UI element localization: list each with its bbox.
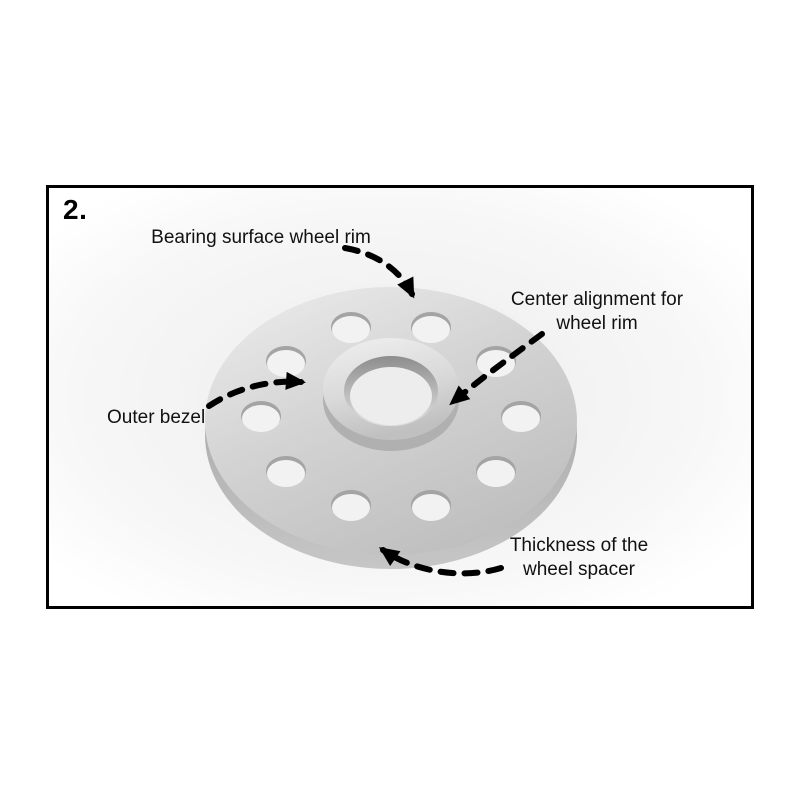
bolt-hole: [266, 346, 306, 377]
arrow-thickness: [378, 547, 504, 577]
bolt-hole: [501, 401, 541, 432]
label-outer-bezel: Outer bezel: [107, 407, 206, 428]
arrow-bearing-surface: [342, 245, 415, 299]
step-number: 2.: [63, 194, 88, 225]
arrow-center-alignment: [449, 331, 545, 406]
bolt-hole: [476, 456, 516, 487]
bolt-holes: [241, 312, 541, 521]
bolt-hole: [411, 490, 451, 521]
label-thickness: Thickness of the wheel spacer: [454, 534, 704, 582]
label-center-alignment-line2: wheel rim: [556, 313, 638, 334]
diagram-frame: 2. Bearing surface wheel rim Center alig…: [46, 185, 754, 609]
label-center-alignment: Center alignment for wheel rim: [469, 288, 725, 336]
label-thickness-line1: Thickness of the: [509, 535, 649, 556]
center-bore: [350, 367, 432, 425]
bolt-hole: [476, 346, 516, 377]
bolt-hole: [266, 456, 306, 487]
annotation-arrows: [206, 245, 545, 577]
label-thickness-line2: wheel spacer: [523, 559, 635, 580]
label-center-alignment-line1: Center alignment for: [510, 289, 684, 310]
label-bearing-surface: Bearing surface wheel rim: [151, 227, 371, 248]
bolt-hole: [331, 312, 371, 343]
bolt-hole: [241, 401, 281, 432]
bolt-hole: [331, 490, 371, 521]
wheel-spacer-illustration: [49, 188, 751, 606]
bolt-hole: [411, 312, 451, 343]
arrow-outer-bezel: [206, 371, 306, 409]
